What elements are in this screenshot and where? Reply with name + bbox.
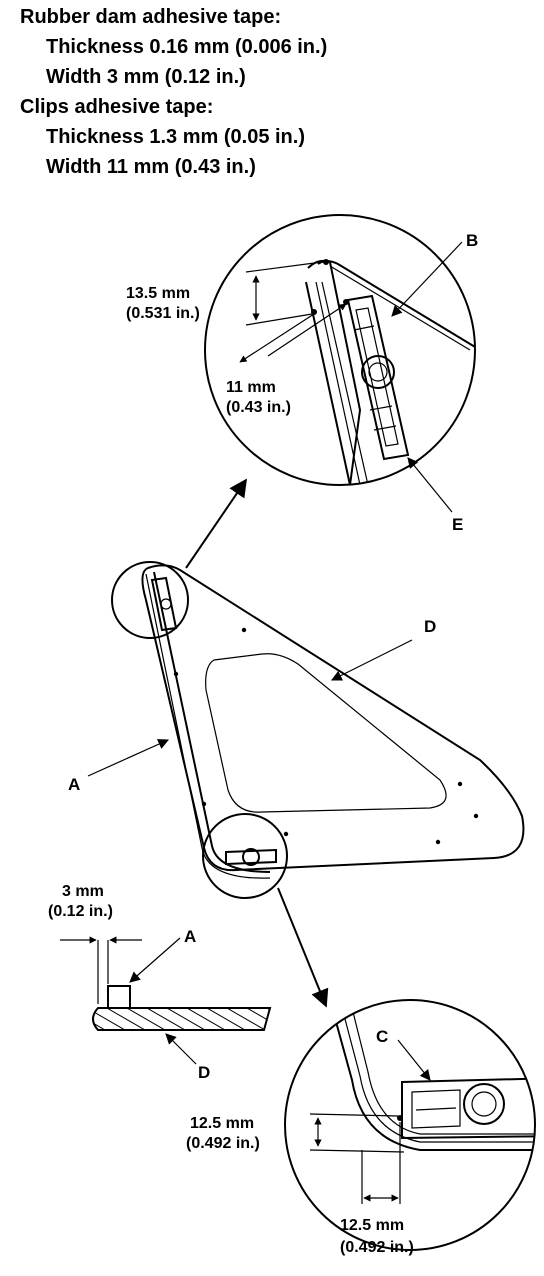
callout-a-main: A	[68, 775, 80, 794]
glass-outline-d	[141, 564, 525, 872]
dim-11-mm: 11 mm	[226, 379, 276, 396]
quarter-glass-assembly: A D	[68, 561, 525, 899]
dim-3-mm: 3 mm	[62, 883, 104, 900]
rubber-dam-tape-width: Width 3 mm (0.12 in.)	[46, 66, 246, 88]
dim-0-12-in: (0.12 in.)	[48, 903, 113, 920]
rubber-dam-tape-thickness: Thickness 0.16 mm (0.006 in.)	[46, 36, 328, 58]
dim-12-5-mm-vertical: 12.5 mm	[190, 1115, 254, 1132]
molding-outer-line	[317, 260, 475, 351]
bottom-detail-circle	[284, 999, 536, 1251]
top-detail-view: 13.5 mm (0.531 in.) 11 mm (0.43 in.) B E	[126, 214, 478, 534]
cross-section-view: 3 mm (0.12 in.) A D	[48, 883, 272, 1082]
rubber-dam-tape-heading: Rubber dam adhesive tape:	[20, 6, 282, 28]
detail-arrow-bottom	[277, 887, 329, 1008]
clip-b	[346, 294, 410, 461]
callout-b: B	[466, 231, 478, 250]
callout-e: E	[452, 515, 463, 534]
detail-arrow-top	[185, 478, 248, 569]
callout-a-section: A	[184, 927, 196, 946]
clip-c	[401, 1076, 535, 1140]
clips-tape-heading: Clips adhesive tape:	[20, 96, 214, 118]
dim-12-5-mm-horizontal: 12.5 mm	[340, 1217, 404, 1234]
top-detail-circle	[204, 214, 476, 486]
detail-circle-bottom-small	[202, 813, 288, 899]
detail-circle-top-small	[111, 561, 189, 639]
clips-tape-width: Width 11 mm (0.43 in.)	[46, 156, 256, 178]
tape-section-a	[107, 985, 131, 1009]
dim-13-5-mm: 13.5 mm	[126, 285, 190, 302]
glass-corner-edge	[329, 1000, 535, 1151]
dim-0-531-in: (0.531 in.)	[126, 305, 200, 322]
bottom-detail-view: 12.5 mm (0.492 in.) 12.5 mm (0.492 in.) …	[186, 999, 536, 1256]
inner-opening	[205, 653, 447, 813]
clips-tape-thickness: Thickness 1.3 mm (0.05 in.)	[46, 126, 305, 148]
callout-c: C	[376, 1027, 388, 1046]
dim-0-492-in-vertical: (0.492 in.)	[186, 1135, 260, 1152]
glass-section-d	[92, 1007, 272, 1031]
dim-0-43-in: (0.43 in.)	[226, 399, 291, 416]
spec-block: Rubber dam adhesive tape: Thickness 0.16…	[20, 2, 327, 182]
callout-d-main: D	[424, 617, 436, 636]
dim-0-492-in-horizontal: (0.492 in.)	[340, 1239, 414, 1256]
callout-d-section: D	[198, 1063, 210, 1082]
